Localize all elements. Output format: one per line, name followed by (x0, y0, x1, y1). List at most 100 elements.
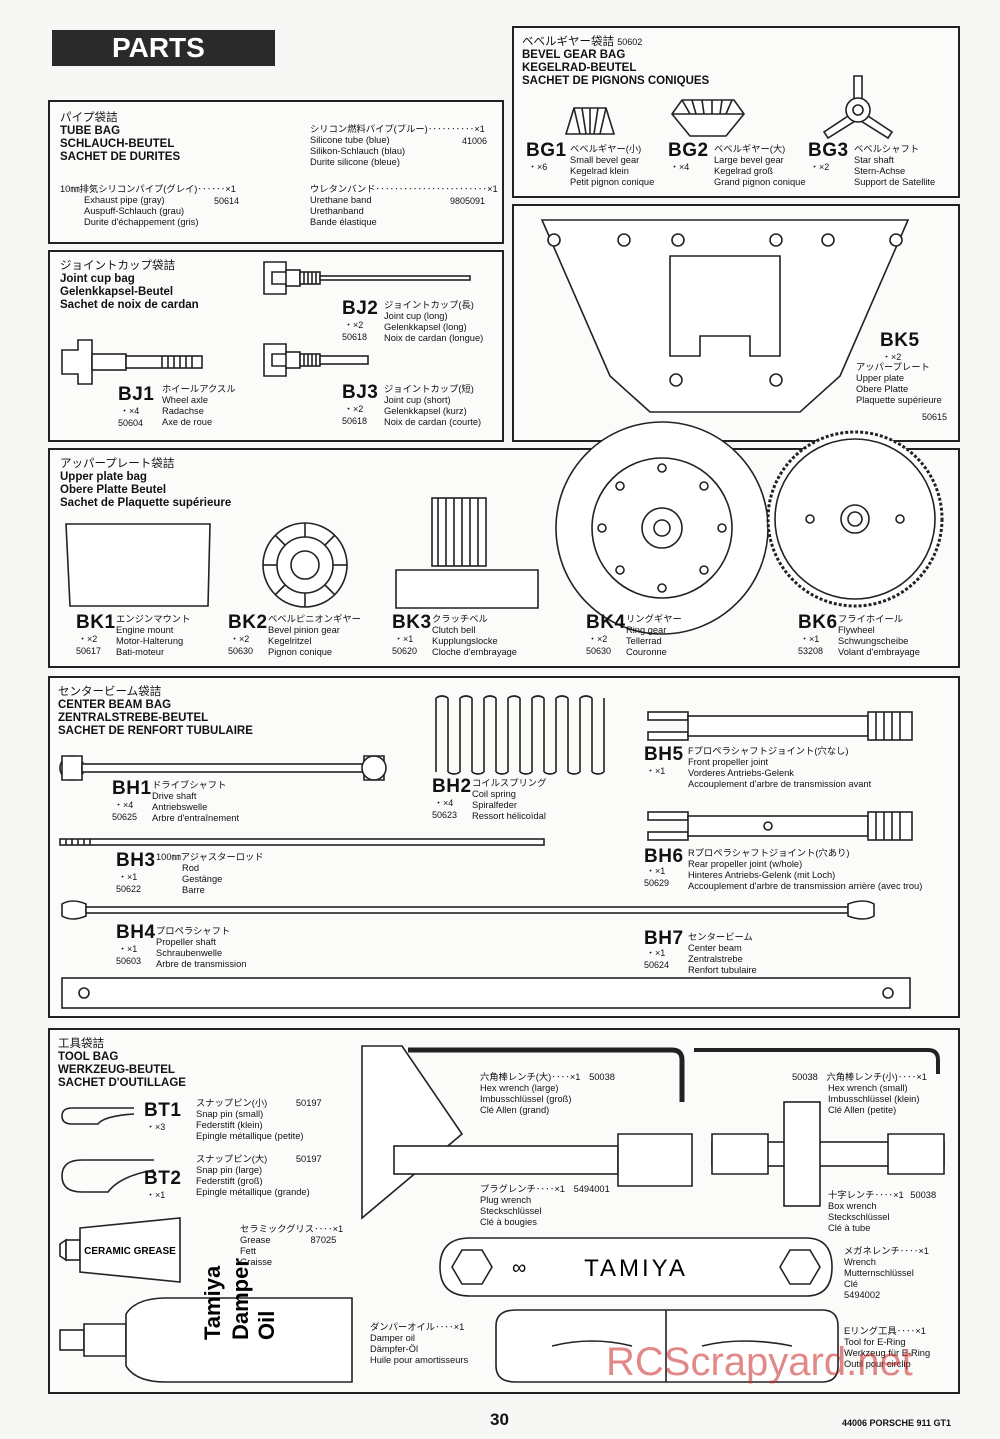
bh6-pn: 50629 (644, 878, 670, 888)
center-beam-bag-title: センタービーム袋詰 CENTER BEAM BAG ZENTRALSTREBE-… (58, 686, 253, 737)
flywheel-icon (766, 430, 944, 608)
box-wrench-desc: 十字レンチ‥‥×1 50038 Box wrench Steckschlüsse… (828, 1190, 937, 1233)
e-ring-tool-desc: Eリング工具‥‥×1 Tool for E-Ring Werkzeug für … (844, 1326, 931, 1369)
bk3-pn: 50620 (392, 646, 418, 656)
bh6-qty: ・×1 (646, 866, 666, 876)
bh4-qty: ・×1 (118, 944, 138, 954)
bevel-pinion-gear-icon (262, 522, 348, 608)
tamiya-wrench-brand: TAMIYA (584, 1255, 688, 1282)
hex-wrench-large-icon (408, 1047, 685, 1102)
center-beam-icon (61, 977, 911, 1009)
upper-plate-icon (540, 219, 910, 413)
rear-propeller-joint-icon (647, 811, 913, 841)
joint-cup-long-icon (263, 261, 471, 295)
bk2-code: BK2 (228, 612, 268, 633)
tube-bag-item-silicone: シリコン燃料パイプ(ブルー)‥‥‥‥‥×1 Silicone tube (blu… (310, 124, 485, 167)
bh1-pn: 50625 (112, 812, 138, 822)
box-wrench-icon (711, 1101, 945, 1207)
bj3-pn: 50618 (342, 416, 368, 426)
bk5-qty: ・×2 (882, 352, 902, 362)
bh2-code: BH2 (432, 776, 472, 797)
svg-text:∞: ∞ (512, 1257, 526, 1279)
engine-mount-icon (65, 523, 211, 607)
bk2-qty: ・×2 (230, 634, 250, 644)
bh5-qty: ・×1 (646, 766, 666, 776)
tube-bag-pn-exhaust: 50614 (214, 196, 240, 206)
tube-bag-item-exhaust: 10㎜排気シリコンパイプ(グレイ)‥‥‥×1 Exhaust pipe (gra… (60, 184, 236, 227)
grease-tube-icon: CERAMIC GREASE (59, 1217, 181, 1283)
bk5-pn: 50615 (922, 412, 948, 422)
parts-banner-label: PARTS (112, 32, 205, 63)
bh7-code: BH7 (644, 928, 684, 949)
ring-gear-icon (555, 421, 769, 635)
bh3-pn: 50622 (116, 884, 142, 894)
small-bevel-gear-icon (564, 107, 616, 135)
bj1-qty: ・×4 (120, 406, 140, 416)
bk5-desc: アッパープレート Upper plate Obere Platte Plaque… (856, 362, 942, 405)
bg3-code: BG3 (808, 140, 849, 161)
watermark: RCScrapyard.net (606, 1340, 913, 1384)
bj1-pn: 50604 (118, 418, 144, 428)
plug-wrench-icon (361, 1045, 693, 1220)
drive-shaft-icon (59, 755, 387, 781)
bg1-qty: ・×6 (528, 162, 548, 172)
tube-bag-title: パイプ袋詰 TUBE BAG SCHLAUCH-BEUTEL SACHET DE… (60, 112, 181, 163)
bk4-code: BK4 (586, 612, 626, 633)
bk6-code: BK6 (798, 612, 838, 633)
bj3-code: BJ3 (342, 382, 379, 403)
bh1-desc: ドライブシャフト Drive shaft Antriebswelle Arbre… (152, 780, 240, 823)
bj1-code: BJ1 (118, 384, 155, 405)
bh3-code: BH3 (116, 850, 156, 871)
bk5-code: BK5 (880, 330, 920, 351)
bh5-desc: Fプロペラシャフトジョイント(穴なし) Front propeller join… (688, 746, 872, 789)
oil-brand-line-3: Oil (254, 1311, 279, 1340)
tube-bag-pn-silicone: 41006 (462, 136, 488, 146)
tool-bag-title: 工具袋詰 TOOL BAG WERKZEUG-BEUTEL SACHET D'O… (58, 1038, 186, 1089)
bh1-code: BH1 (112, 778, 152, 799)
damper-oil-bottle-icon: Tamiya Damper Oil (59, 1258, 353, 1383)
bk2-desc: ベベルピニオンギヤー Bevel pinion gear Kegelritzel… (268, 614, 361, 657)
bt1-code: BT1 (144, 1100, 182, 1121)
oil-brand-line-2: Damper (228, 1258, 253, 1340)
bt1-qty: ・×3 (146, 1122, 166, 1132)
propeller-shaft-icon (61, 900, 875, 920)
upper-plate-bag-title: アッパープレート袋詰 Upper plate bag Obere Platte … (60, 458, 232, 509)
bt2-qty: ・×1 (146, 1190, 166, 1200)
hex-wrench-small-desc: 50038 六角棒レンチ(小)‥‥×1 Hex wrench (small) I… (792, 1072, 927, 1115)
bt1-desc: スナップピン(小) 50197 Snap pin (small) Federst… (196, 1098, 322, 1141)
damper-oil-desc: ダンパーオイル‥‥×1 Damper oil Dämpfer-Öl Huile … (370, 1322, 469, 1365)
bg1-code: BG1 (526, 140, 567, 161)
bg2-qty: ・×4 (670, 162, 690, 172)
bg3-qty: ・×2 (810, 162, 830, 172)
bk4-pn: 50630 (586, 646, 612, 656)
tube-bag-pn-urethane: 9805091 (450, 196, 486, 206)
wrench-desc: メガネレンチ‥‥×1 Wrench Mutternschlüssel Clé 5… (844, 1246, 929, 1300)
bk4-desc: リングギヤー Ring gear Tellerrad Couronne (626, 614, 682, 657)
bj2-desc: ジョイントカップ(長) Joint cup (long) Gelenkkapse… (384, 300, 484, 343)
bh3-qty: ・×1 (118, 872, 138, 882)
bevel-gear-bag-title: ベベルギヤー袋詰 50602 BEVEL GEAR BAG KEGELRAD-B… (522, 36, 710, 87)
bh7-desc: センタービーム Center beam Zentralstrebe Renfor… (688, 932, 757, 975)
parts-banner (52, 30, 275, 66)
bk6-pn: 53208 (798, 646, 824, 656)
oil-brand-line-1: Tamiya (200, 1265, 225, 1340)
bh5-code: BH5 (644, 744, 684, 765)
bt2-code: BT2 (144, 1168, 182, 1189)
bk4-qty: ・×2 (588, 634, 608, 644)
e-ring-tool-icon (495, 1309, 839, 1383)
bt2-desc: スナップピン(大) 50197 Snap pin (large) Federst… (196, 1154, 322, 1197)
bh2-qty: ・×4 (434, 798, 454, 808)
bh6-code: BH6 (644, 846, 684, 867)
bk6-desc: フライホイール Flywheel Schwungscheibe Volant d… (838, 614, 920, 657)
bj2-pn: 50618 (342, 332, 368, 342)
hex-wrench-small-icon (694, 1048, 940, 1074)
clutch-bell-icon (395, 497, 539, 609)
hex-wrench-large-desc: 六角棒レンチ(大)‥‥×1 50038 Hex wrench (large) I… (480, 1072, 615, 1115)
bj3-qty: ・×2 (344, 404, 364, 414)
tamiya-wrench-icon: TAMIYA ∞ (439, 1237, 833, 1297)
joint-cup-short-icon (263, 343, 369, 377)
bk3-code: BK3 (392, 612, 432, 633)
bk1-pn: 50617 (76, 646, 102, 656)
star-shaft-icon (822, 75, 894, 140)
